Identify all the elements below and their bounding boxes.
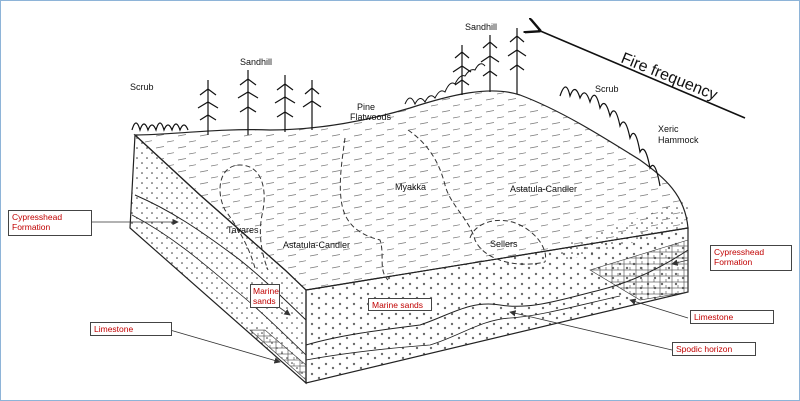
label-hammock: Hammock bbox=[658, 135, 699, 145]
left-side-band-2 bbox=[131, 214, 307, 356]
label-sandhill-right: Sandhill bbox=[465, 22, 497, 32]
fire-frequency-arrow bbox=[538, 30, 746, 119]
left-side-band bbox=[134, 194, 307, 321]
callout-limestone-right: Limestone bbox=[690, 310, 774, 324]
callout-limestone-left: Limestone bbox=[90, 322, 172, 336]
top-surface bbox=[133, 90, 689, 291]
callout-text: Limestone bbox=[694, 312, 734, 322]
limestone-left bbox=[249, 329, 307, 381]
vegetation-scrub-left bbox=[131, 122, 189, 133]
marine-band-line bbox=[305, 295, 621, 361]
callout-text: Limestone bbox=[94, 324, 134, 334]
flatwoods-boundary bbox=[339, 137, 389, 281]
vegetation-scrub-right bbox=[559, 86, 661, 187]
callout-text: Cypresshead bbox=[714, 247, 765, 257]
callout-text: Cypresshead bbox=[12, 212, 63, 222]
callout-marine-sands: Marine sands bbox=[250, 284, 280, 308]
label-sellers: Sellers bbox=[490, 239, 518, 249]
myakka-boundary bbox=[407, 129, 546, 265]
callout-spodic-horizon: Spodic horizon bbox=[672, 342, 756, 356]
sellers-boundary bbox=[469, 219, 547, 263]
label-sandhill-left: Sandhill bbox=[240, 57, 272, 67]
label-scrub-right: Scrub bbox=[595, 84, 619, 94]
callout-text: Marine bbox=[253, 286, 279, 296]
label-myakka: Myakka bbox=[395, 182, 426, 192]
spodic-horizon-line bbox=[305, 249, 689, 346]
callout-cypresshead-right: Cypresshead Formation bbox=[710, 245, 792, 271]
callout-text: Formation bbox=[12, 222, 51, 232]
label-astatula-left: Astatula-Candler bbox=[283, 240, 350, 250]
callout-text: Spodic horizon bbox=[676, 344, 733, 354]
tavares-boundary bbox=[219, 164, 269, 271]
callout-cypresshead-left: Cypresshead Formation bbox=[8, 210, 92, 236]
label-scrub-left: Scrub bbox=[130, 82, 154, 92]
sandhill-trees-right bbox=[452, 28, 527, 95]
label-tavares: Tavares bbox=[227, 225, 259, 235]
label-pine: Pine bbox=[357, 102, 375, 112]
limestone-right bbox=[589, 239, 689, 301]
sandhill-trees-left bbox=[197, 70, 322, 135]
callout-text: sands bbox=[253, 296, 276, 306]
callout-marine-sands-front: Marine sands bbox=[368, 298, 432, 311]
vegetation-ridge bbox=[404, 63, 486, 106]
callout-text: Marine sands bbox=[372, 300, 424, 310]
label-fire-frequency: Fire frequency bbox=[619, 50, 720, 104]
label-flatwoods: Flatwoods bbox=[350, 112, 392, 122]
label-xeric: Xeric bbox=[658, 124, 679, 134]
label-astatula-right: Astatula-Candler bbox=[510, 184, 577, 194]
callout-text: Formation bbox=[714, 257, 753, 267]
